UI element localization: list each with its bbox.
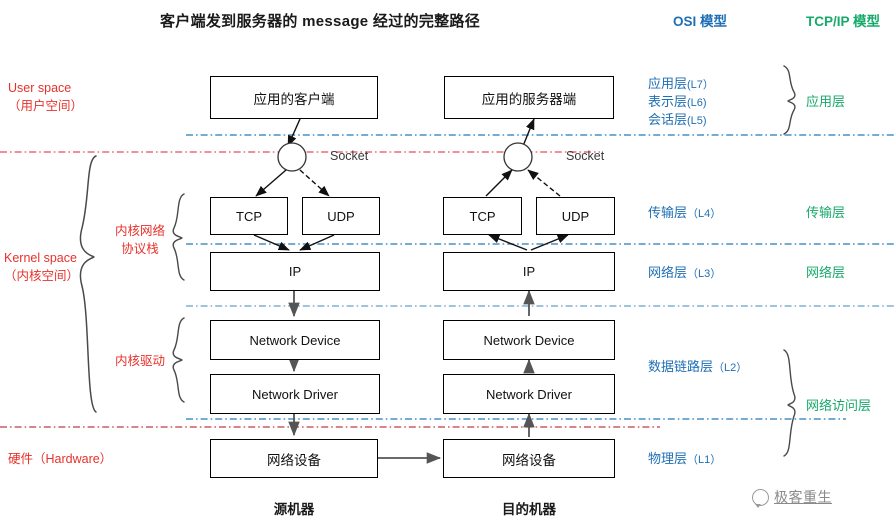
server-network-driver-box[interactable]: Network Driver (443, 374, 615, 414)
osi-model-header: OSI 模型 (672, 14, 727, 29)
osi-layer-l3-level: （L3） (687, 268, 722, 280)
tcpip-layer-network: 网络层 (806, 265, 846, 280)
kernel-network-stack-line2: 协议栈 (121, 242, 159, 257)
server-hardware-device-box[interactable]: 网络设备 (443, 439, 615, 478)
osi-layer-l6: 表示层(L6) (648, 91, 707, 110)
server-udp-box[interactable]: UDP (536, 197, 615, 235)
brace-kernel-driver (172, 317, 185, 403)
page-title: 客户端发到服务器的 message 经过的完整路径 (159, 13, 481, 30)
osi-layer-l5: 会话层(L5) (648, 109, 707, 128)
osi-layer-l2: 数据链路层（L2） (648, 356, 747, 375)
arrow-client-socket-to-udp (299, 169, 330, 197)
client-socket-circle (277, 142, 307, 172)
arrow-client-app-to-socket (287, 118, 301, 147)
arrow-server-ip-to-tcp (488, 234, 528, 251)
tcpip-layer-network-access: 网络访问层 (806, 398, 872, 413)
osi-layer-l2-name: 数据链路层 (648, 359, 714, 374)
osi-layer-l4-level: （L4） (687, 208, 722, 220)
client-machine-caption: 源机器 (273, 502, 315, 517)
tcpip-layer-transport: 传输层 (806, 205, 846, 220)
osi-layer-l3-name: 网络层 (648, 265, 688, 280)
hardware-label: 硬件（Hardware） (8, 452, 113, 466)
user-space-label-en: User space (8, 81, 72, 95)
arrow-server-tcp-to-socket (485, 169, 513, 197)
client-hardware-device-box[interactable]: 网络设备 (210, 439, 378, 478)
osi-layer-l1-name: 物理层 (648, 451, 688, 466)
brace-kernel-space (79, 155, 97, 413)
server-machine-caption: 目的机器 (502, 502, 556, 517)
osi-layer-l4: 传输层（L4） (648, 202, 721, 221)
kernel-space-label-en: Kernel space (4, 251, 77, 265)
tcpip-layer-application: 应用层 (806, 94, 846, 109)
server-tcp-box[interactable]: TCP (443, 197, 522, 235)
osi-layer-l5-level: (L5) (687, 115, 707, 127)
kernel-network-stack-label: 内核网络 协议栈 (104, 222, 176, 258)
osi-layer-l1: 物理层（L1） (648, 448, 721, 467)
server-socket-label: Socket (566, 149, 605, 163)
osi-layer-l6-level: (L6) (687, 97, 707, 109)
arrow-server-udp-to-socket (527, 169, 561, 197)
osi-layer-l2-level: （L2） (713, 362, 748, 374)
user-space-label: User space （用户空间） (8, 79, 83, 115)
osi-layer-l7-level: (L7） (687, 79, 714, 91)
osi-layer-l4-name: 传输层 (648, 205, 688, 220)
watermark: 极客重生 (752, 487, 832, 508)
arrow-client-udp-to-ip (299, 234, 335, 251)
arrow-client-tcp-to-ip (253, 234, 290, 251)
kernel-space-label-cn: （内核空间） (4, 269, 80, 284)
brace-tcpip-application-layer (783, 65, 796, 135)
brace-kernel-network-stack (172, 193, 185, 281)
client-tcp-box[interactable]: TCP (210, 197, 288, 235)
arrow-server-ip-to-udp (530, 234, 569, 251)
kernel-space-label: Kernel space （内核空间） (4, 249, 79, 285)
osi-layer-l6-name: 表示层 (648, 94, 688, 109)
client-application-box[interactable]: 应用的客户端 (210, 76, 378, 119)
wechat-icon (752, 488, 769, 508)
tcpip-model-header: TCP/IP 模型 (805, 14, 880, 29)
client-network-device-box[interactable]: Network Device (210, 320, 380, 360)
server-socket-circle (503, 142, 533, 172)
osi-layer-l1-level: （L1） (687, 454, 722, 466)
client-ip-box[interactable]: IP (210, 252, 380, 291)
server-ip-box[interactable]: IP (443, 252, 615, 291)
kernel-network-stack-line1: 内核网络 (114, 224, 165, 238)
osi-layer-l3: 网络层（L3） (648, 262, 721, 281)
osi-layer-l5-name: 会话层 (648, 112, 688, 127)
brace-tcpip-network-access-layer (783, 349, 796, 457)
server-application-box[interactable]: 应用的服务器端 (444, 76, 614, 119)
client-network-driver-box[interactable]: Network Driver (210, 374, 380, 414)
kernel-driver-label: 内核驱动 (114, 354, 165, 368)
client-udp-box[interactable]: UDP (302, 197, 380, 235)
arrow-client-socket-to-tcp (255, 169, 287, 197)
osi-layer-l7: 应用层(L7） (648, 73, 714, 92)
user-space-label-cn: （用户空间） (8, 99, 84, 114)
arrow-server-socket-to-app (522, 118, 535, 147)
watermark-text: 极客重生 (774, 489, 832, 505)
server-network-device-box[interactable]: Network Device (443, 320, 615, 360)
osi-layer-l7-name: 应用层 (648, 76, 688, 91)
client-socket-label: Socket (330, 149, 369, 163)
